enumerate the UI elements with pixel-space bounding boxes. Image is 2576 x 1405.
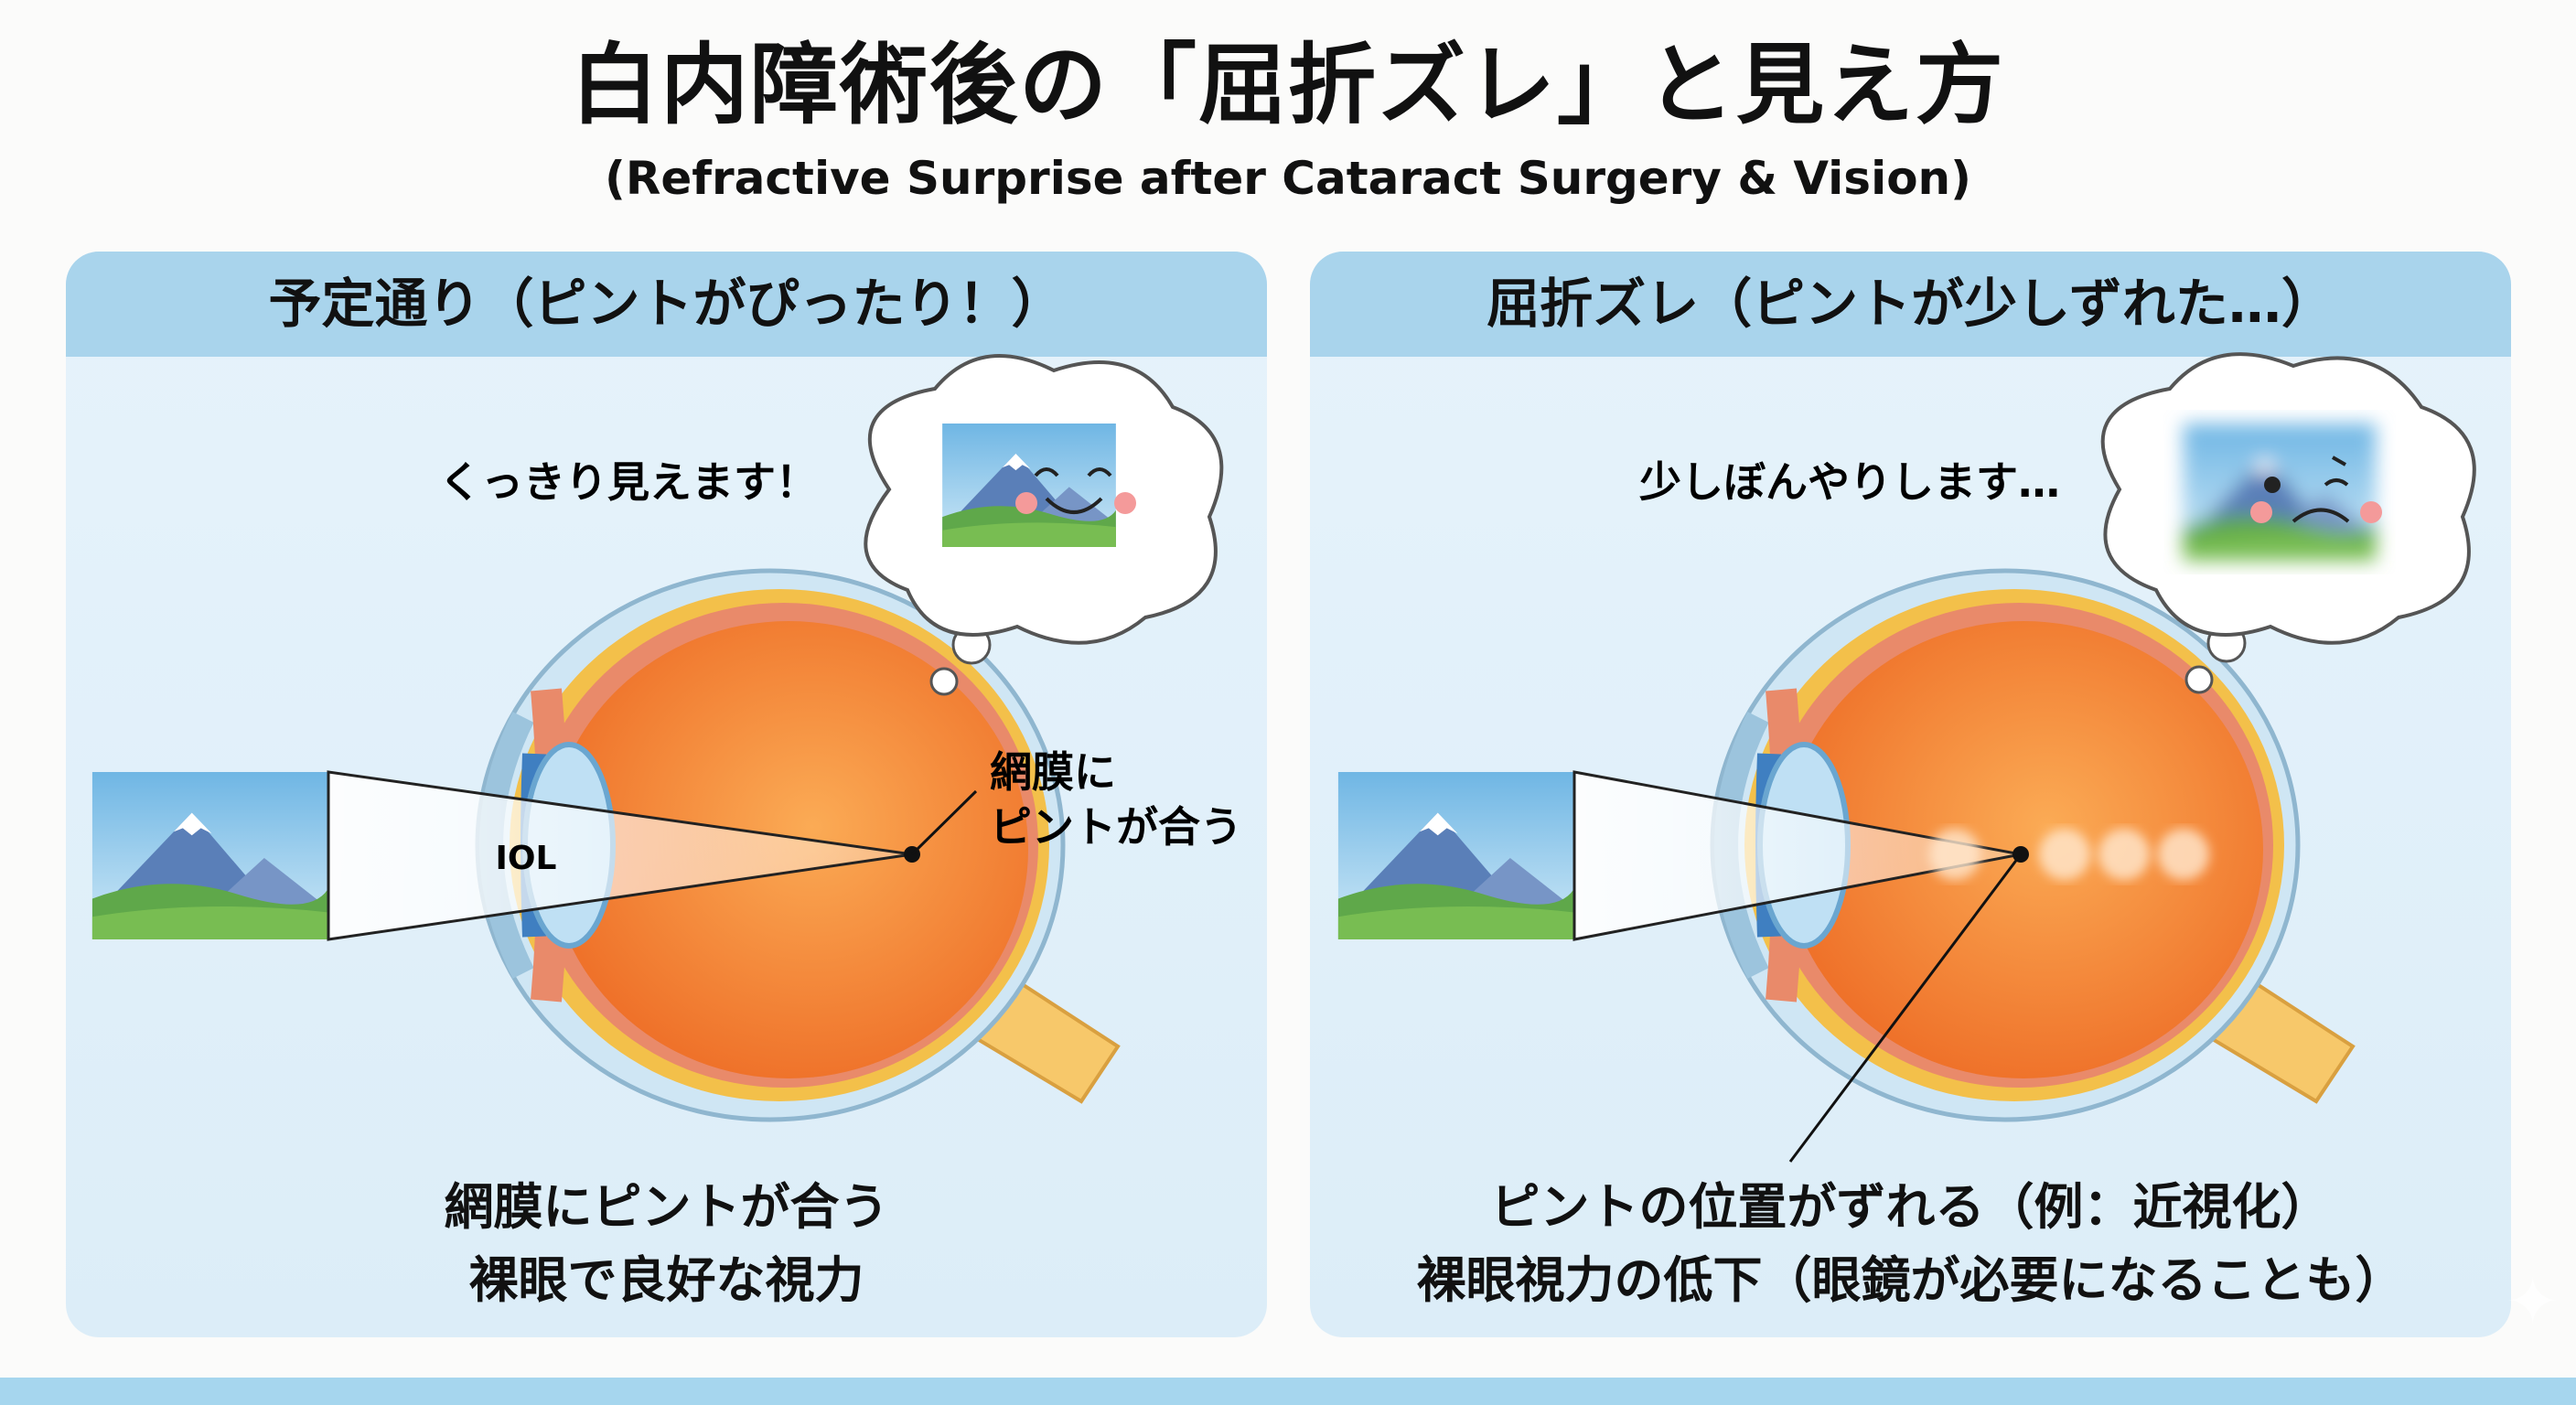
caption-line1: 網膜にピントが合う bbox=[444, 1178, 889, 1236]
iol-label: IOL bbox=[496, 840, 557, 877]
caption-line2: 裸眼で良好な視力 bbox=[468, 1251, 864, 1309]
panel-header: 屈折ズレ（ピントが少しずれた…） bbox=[1310, 252, 2511, 357]
page-subtitle: (Refractive Surprise after Cataract Surg… bbox=[604, 152, 1972, 205]
caption-line2: 裸眼視力の低下（眼鏡が必要になることも） bbox=[1416, 1251, 2405, 1309]
thought-text: 少しぼんやりします… bbox=[1639, 457, 2060, 507]
bottom-band bbox=[0, 1378, 2576, 1405]
panel-refractive-surprise: 屈折ズレ（ピントが少しずれた…） 少しぼんやりします… ピントの位置がずれる（例… bbox=[1310, 252, 2511, 1337]
page-title: 白内障術後の「屈折ズレ」と見え方 bbox=[571, 34, 2005, 136]
scene-image bbox=[91, 772, 328, 939]
scene-image bbox=[1337, 772, 1574, 939]
eye-diagram-focused: IOL 網膜に ピントが合う くっきり見えます！ bbox=[91, 354, 1242, 1337]
thought-bubble bbox=[864, 354, 1224, 696]
caption-line1: ピントの位置がずれる（例：近視化） bbox=[1490, 1178, 2331, 1236]
retina-label-line2: ピントが合う bbox=[990, 802, 1242, 852]
blur-circles bbox=[1929, 829, 2209, 880]
eye-diagram-shifted: 少しぼんやりします… bbox=[1337, 352, 2476, 1163]
thought-text: くっきり見えます！ bbox=[439, 457, 818, 507]
panel-planned-focus: 予定通り（ピントがぴったり！） IOL 網膜に ピントが合う くっきり見えます！… bbox=[66, 252, 1267, 1337]
sparkle-icon: ✦ bbox=[2506, 1264, 2560, 1339]
panel-header: 予定通り（ピントがぴったり！） bbox=[66, 252, 1267, 357]
retina-label-line1: 網膜に bbox=[990, 747, 1116, 797]
thought-bubble bbox=[2100, 352, 2476, 694]
